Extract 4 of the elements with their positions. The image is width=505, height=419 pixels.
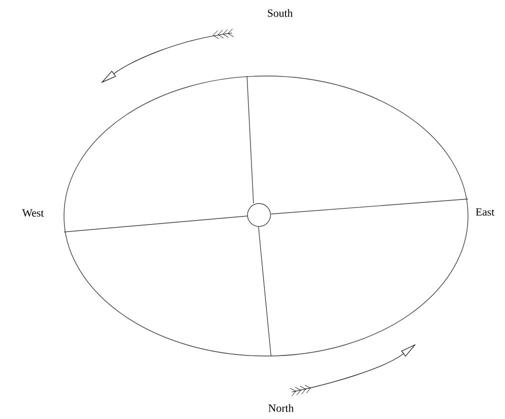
- direction-label: West: [22, 209, 44, 217]
- direction-label: South: [268, 9, 293, 17]
- direction-label: North: [268, 404, 294, 412]
- direction-label: East: [476, 208, 494, 216]
